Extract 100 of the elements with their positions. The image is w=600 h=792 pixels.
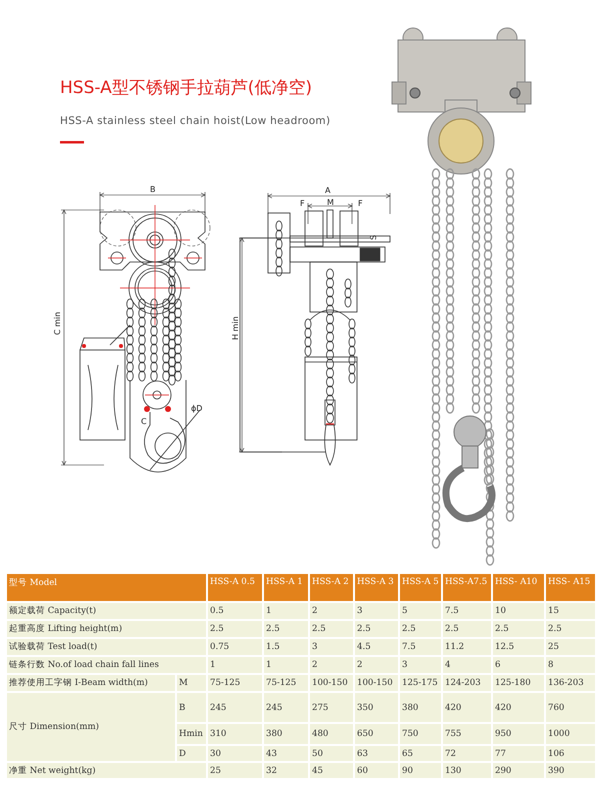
table-cell: 6 [493,657,544,673]
table-cell: 760 [546,693,595,722]
table-cell: 32 [264,763,308,778]
table-cell: 1 [208,657,262,673]
table-cell: 2.5 [264,621,308,637]
table-cell: 试验载荷 Test load(t) [7,639,206,655]
dimension-label: C [141,418,147,426]
table-cell: 0.5 [208,603,262,619]
table-cell: 2.5 [400,621,441,637]
table-cell: 3 [400,657,441,673]
table-cell: 4.5 [355,639,398,655]
subtitle: HSS-A stainless steel chain hoist(Low headroom) [60,115,330,127]
table-header-cell: HSS-A7.5 [443,574,491,601]
table-cell: 380 [264,724,308,744]
table-cell: 推荐使用工字钢 I-Beam width(m) [7,675,175,691]
table-cell: 1 [264,657,308,673]
table-cell: Hmin [177,724,206,744]
table-cell: 30 [208,746,262,761]
table-cell: D [177,746,206,761]
table-cell: 72 [443,746,491,761]
table-cell: 245 [264,693,308,722]
table-cell: 7.5 [443,603,491,619]
table-cell: 2.5 [355,621,398,637]
table-cell: 275 [310,693,353,722]
table-cell: 2 [355,657,398,673]
table-cell: 3 [355,603,398,619]
table-cell: 310 [208,724,262,744]
table-header-cell: HSS-A 2 [310,574,353,601]
dimension-label: F [300,200,305,208]
table-header-cell: HSS- A10 [493,574,544,601]
table-cell: 420 [443,693,491,722]
table-cell: 0.75 [208,639,262,655]
table-cell: 5 [400,603,441,619]
table-cell: 2 [310,603,353,619]
table-cell: 7.5 [400,639,441,655]
dimension-label: S [370,234,378,240]
table-header-cell: 型号 Model [7,574,206,601]
table-cell: 100-150 [310,675,353,691]
table-cell: 750 [400,724,441,744]
table-cell: 755 [443,724,491,744]
table-cell: 25 [208,763,262,778]
table-cell: 12.5 [493,639,544,655]
table-cell: 77 [493,746,544,761]
table-cell: 106 [546,746,595,761]
table-cell: 2.5 [310,621,353,637]
table-header-cell: HSS-A 5 [400,574,441,601]
table-cell: 1000 [546,724,595,744]
table-cell: 2.5 [443,621,491,637]
table-cell: 650 [355,724,398,744]
table-cell: 额定载荷 Capacity(t) [7,603,206,619]
table-header-cell: HSS-A 1 [264,574,308,601]
table-cell: 3 [310,639,353,655]
table-cell: 4 [443,657,491,673]
table-cell: 链条行数 No.of load chain fall lines [7,657,206,673]
dimension-label: H min [232,316,240,340]
table-cell: 125-180 [493,675,544,691]
table-cell: 2.5 [208,621,262,637]
table-cell: 43 [264,746,308,761]
table-cell: 50 [310,746,353,761]
table-cell: 起重高度 Lifting height(m) [7,621,206,637]
table-cell: 75-125 [264,675,308,691]
table-cell: 尺寸 Dimension(mm) [7,693,175,761]
dimension-label: C min [54,312,62,335]
table-cell: B [177,693,206,722]
table-cell: 90 [400,763,441,778]
table-cell: 124-203 [443,675,491,691]
table-cell: 290 [493,763,544,778]
table-cell: 100-150 [355,675,398,691]
table-cell: 420 [493,693,544,722]
table-cell: 136-203 [546,675,595,691]
dimension-label: ϕD [191,405,202,413]
table-header-cell: HSS- A15 [546,574,595,601]
dimension-label: M [327,199,334,207]
table-cell: 15 [546,603,595,619]
table-cell: 净重 Net weight(kg) [7,763,206,778]
title: HSS-A型不锈钢手拉葫芦(低净空) [60,77,312,99]
dimension-label: A [325,187,330,195]
dimension-label: F [358,200,363,208]
table-cell: 63 [355,746,398,761]
table-cell: 75-125 [208,675,262,691]
table-cell: 380 [400,693,441,722]
table-cell: 65 [400,746,441,761]
table-cell: 245 [208,693,262,722]
table-cell: 350 [355,693,398,722]
table-cell: 125-175 [400,675,441,691]
dimension-label: B [150,186,156,194]
table-cell: 130 [443,763,491,778]
table-cell: 480 [310,724,353,744]
table-cell: 390 [546,763,595,778]
table-cell: 60 [355,763,398,778]
table-cell: M [177,675,206,691]
table-cell: 950 [493,724,544,744]
table-cell: 11.2 [443,639,491,655]
table-cell: 25 [546,639,595,655]
table-cell: 2.5 [493,621,544,637]
table-cell: 2 [310,657,353,673]
table-cell: 1.5 [264,639,308,655]
table-cell: 8 [546,657,595,673]
table-cell: 45 [310,763,353,778]
table-cell: 10 [493,603,544,619]
